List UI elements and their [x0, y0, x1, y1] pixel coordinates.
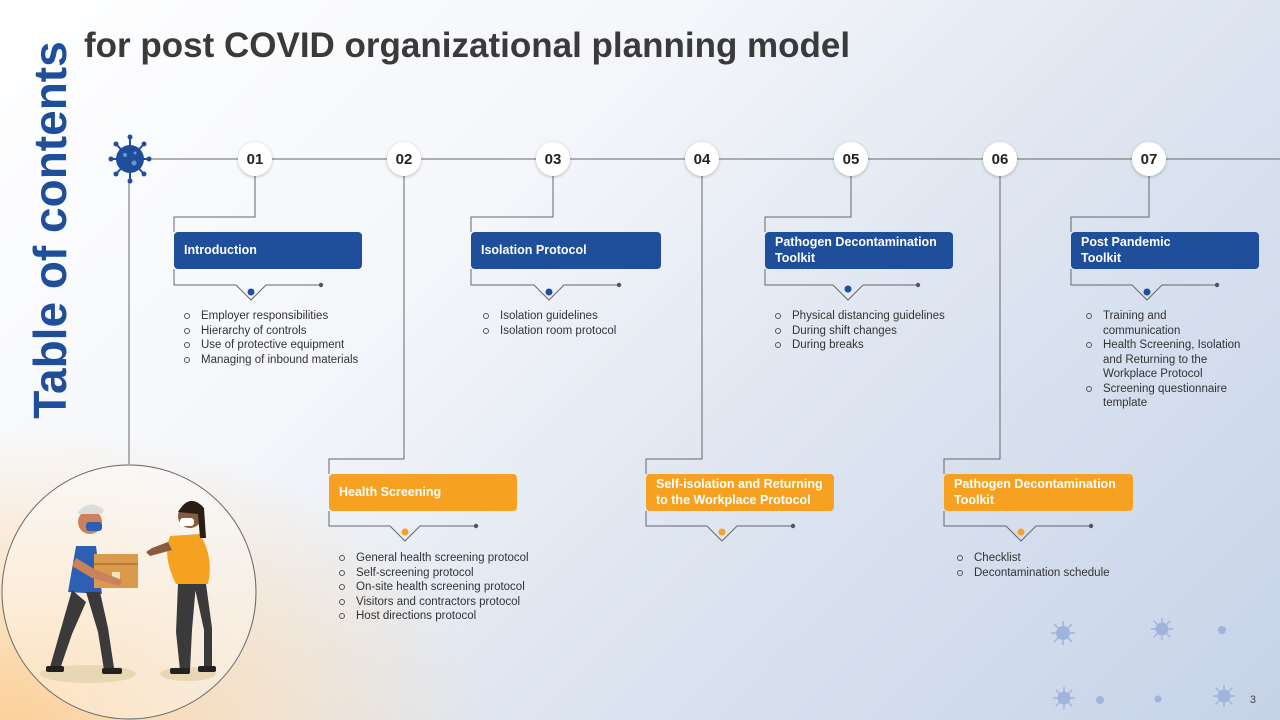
bullet-list-06: Checklist Decontamination schedule: [955, 551, 1155, 580]
step-number-07: 07: [1132, 142, 1166, 176]
connector-03: [470, 176, 554, 232]
list-item: Host directions protocol: [337, 609, 557, 624]
list-item: Hierarchy of controls: [182, 324, 382, 339]
list-item: Isolation room protocol: [481, 324, 661, 339]
virus-icon: [1052, 686, 1076, 710]
section-title-introduction[interactable]: Introduction: [174, 232, 362, 269]
list-item: Employer responsibilities: [182, 309, 382, 324]
list-item: Managing of inbound materials: [182, 353, 382, 368]
callout-07: [1070, 269, 1217, 301]
list-item: General health screening protocol: [337, 551, 557, 566]
list-item: On-site health screening protocol: [337, 580, 557, 595]
section-title-text: Isolation Protocol: [481, 242, 587, 257]
virus-icon: [1218, 626, 1226, 634]
connector-02: [328, 176, 405, 474]
section-title-post-pandemic[interactable]: Post Pandemic Toolkit: [1071, 232, 1259, 269]
virus-icon: [1096, 696, 1104, 704]
bullet-list-02: General health screening protocol Self-s…: [337, 551, 557, 624]
bullet-list-01: Employer responsibilities Hierarchy of c…: [182, 309, 382, 367]
virus-icon: [108, 134, 152, 184]
section-title-text: Introduction: [184, 242, 257, 257]
vertical-title-text: Table of contents: [24, 41, 76, 419]
section-title-text: Pathogen Decontamination Toolkit: [775, 234, 937, 265]
list-item: During breaks: [773, 338, 973, 353]
connector-01: [173, 176, 256, 232]
section-title-pathogen-decontamination-05[interactable]: Pathogen Decontamination Toolkit: [765, 232, 953, 269]
list-item: Isolation guidelines: [481, 309, 661, 324]
step-number-04: 04: [685, 142, 719, 176]
page-number: 3: [1249, 694, 1256, 706]
vertical-title: Table of contents: [20, 30, 80, 430]
connector-05: [764, 176, 852, 232]
section-title-text: Self-isolation and Returning to the Work…: [656, 476, 823, 507]
bullet-list-07: Training and communication Health Screen…: [1084, 309, 1244, 411]
callout-01: [173, 269, 321, 301]
bullet-list-03: Isolation guidelines Isolation room prot…: [481, 309, 661, 338]
step-number-03: 03: [536, 142, 570, 176]
list-item: Use of protective equipment: [182, 338, 382, 353]
list-item: Visitors and contractors protocol: [337, 595, 557, 610]
list-item: Screening questionnaire template: [1084, 382, 1244, 411]
list-item: Health Screening, Isolation and Returnin…: [1084, 338, 1244, 382]
section-title-health-screening[interactable]: Health Screening: [329, 474, 517, 511]
list-item: Training and communication: [1084, 309, 1244, 338]
list-item: Decontamination schedule: [955, 566, 1155, 581]
step-number-05: 05: [834, 142, 868, 176]
list-item: Physical distancing guidelines: [773, 309, 973, 324]
bullet-list-05: Physical distancing guidelines During sh…: [773, 309, 973, 353]
section-title-text: Pathogen Decontamination Toolkit: [954, 476, 1116, 507]
virus-icon: [1212, 684, 1236, 708]
section-title-text: Health Screening: [339, 484, 442, 499]
step-number-02: 02: [387, 142, 421, 176]
section-title-isolation-protocol[interactable]: Isolation Protocol: [471, 232, 661, 269]
virus-icon: [1051, 621, 1075, 645]
connector-04: [645, 176, 703, 474]
section-title-pathogen-decontamination-06[interactable]: Pathogen Decontamination Toolkit: [944, 474, 1133, 511]
virus-icon: [1150, 617, 1174, 641]
section-title-text: Post Pandemic Toolkit: [1081, 234, 1171, 265]
section-title-self-isolation[interactable]: Self-isolation and Returning to the Work…: [646, 474, 834, 511]
page-title: for post COVID organizational planning m…: [84, 26, 851, 65]
list-item: Self-screening protocol: [337, 566, 557, 581]
callout-06: [943, 511, 1091, 542]
connector-06: [943, 176, 1001, 474]
callout-05: [764, 269, 918, 301]
delivery-person-handing-box-icon: [1, 464, 257, 720]
step-number-06: 06: [983, 142, 1017, 176]
list-item: During shift changes: [773, 324, 973, 339]
list-item: Checklist: [955, 551, 1155, 566]
callout-03: [470, 269, 619, 301]
callout-04: [645, 511, 793, 542]
step-number-01: 01: [238, 142, 272, 176]
callout-02: [328, 511, 476, 542]
virus-icon: [1154, 695, 1162, 703]
connector-07: [1070, 176, 1150, 232]
